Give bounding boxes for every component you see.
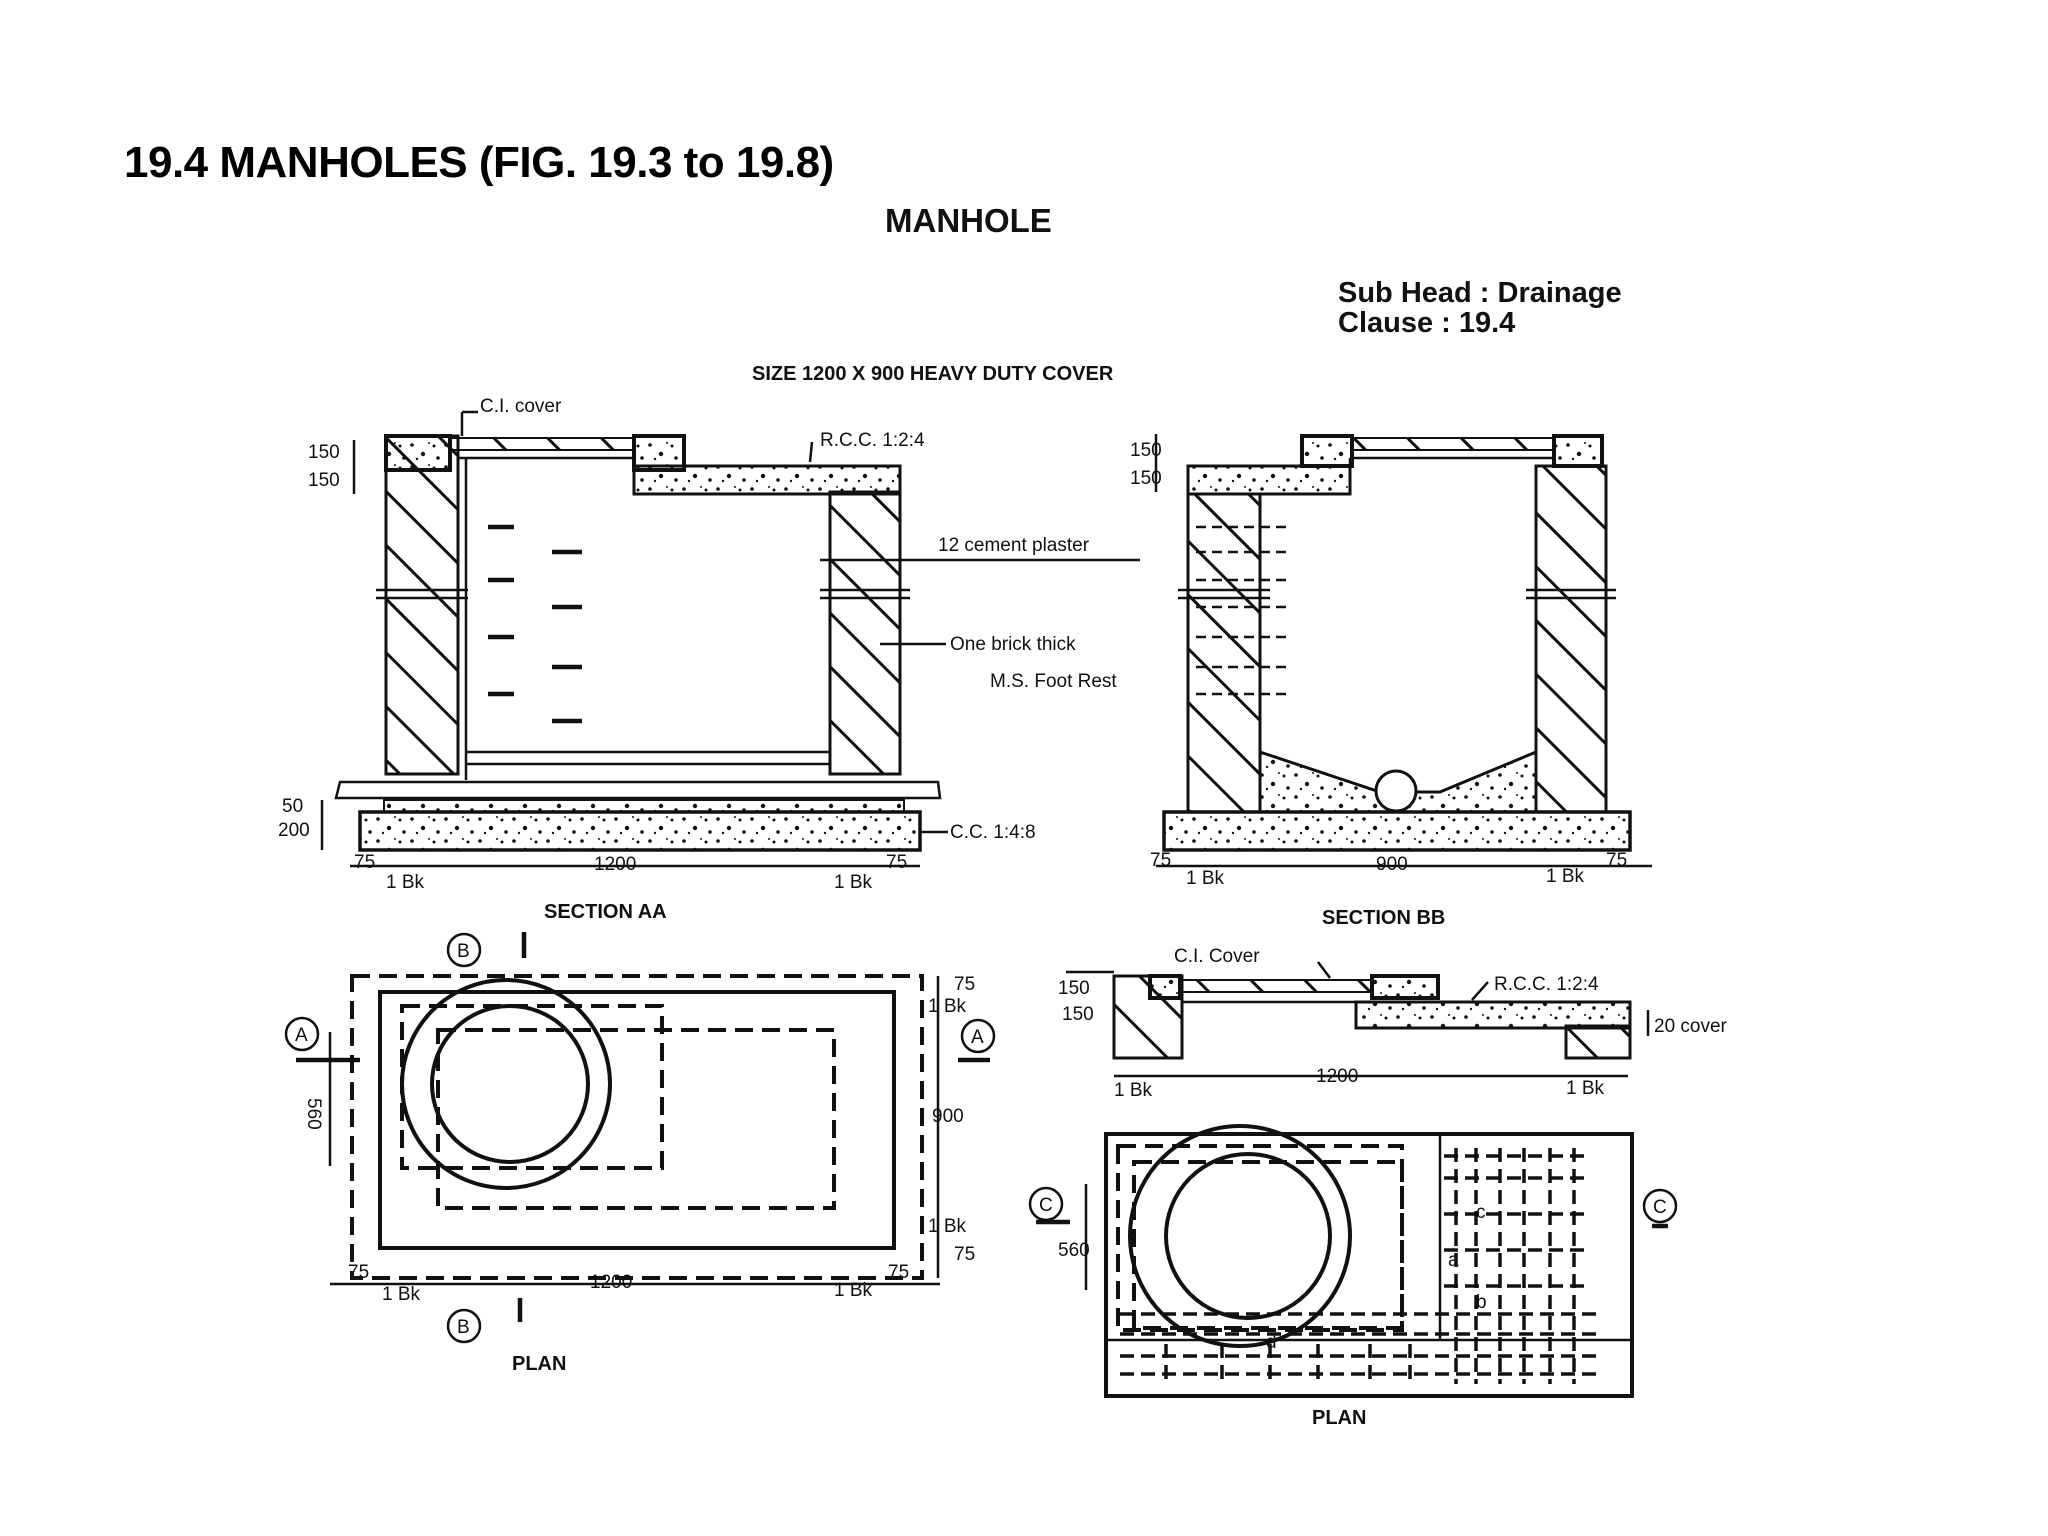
section-marker-a-left: A <box>284 1016 360 1063</box>
pl-caption: PLAN <box>512 1353 566 1375</box>
pl-bk-bbr: 1 Bk <box>834 1280 873 1301</box>
aa-cc: C.C. 1:4:8 <box>950 822 1036 843</box>
pl-dim-75-bbr: 75 <box>888 1262 909 1283</box>
marker-a-right-label: A <box>971 1027 984 1048</box>
bb-dim-75l: 75 <box>1150 850 1171 871</box>
bb-dim-150a: 150 <box>1130 440 1162 461</box>
cc-bk-r: 1 Bk <box>1566 1078 1605 1099</box>
reinforcement-bars <box>1120 1148 1600 1384</box>
section-marker-a-right: A <box>958 1018 996 1063</box>
cc-dim-1200: 1200 <box>1316 1066 1358 1087</box>
aa-caption: SECTION AA <box>544 901 667 923</box>
pl-dim-560: 560 <box>303 1098 324 1130</box>
pl-bk-br: 1 Bk <box>928 1216 967 1237</box>
section-marker-b-top: B <box>446 932 527 968</box>
size-note: SIZE 1200 X 900 HEAVY DUTY COVER <box>752 363 1114 385</box>
cc-ci-cover: C.I. Cover <box>1174 946 1260 967</box>
cc-dim-150a: 150 <box>1058 978 1090 999</box>
sub-head: Sub Head : Drainage <box>1338 277 1622 309</box>
marker-b-bottom-label: B <box>457 1317 470 1338</box>
aa-brick: One brick thick <box>950 634 1076 655</box>
cc-rcc: R.C.C. 1:2:4 <box>1494 974 1599 995</box>
pl-dim-900: 900 <box>932 1106 964 1127</box>
marker-a-left-label: A <box>295 1025 308 1046</box>
aa-dim-200: 200 <box>278 820 310 841</box>
bb-bk-l: 1 Bk <box>1186 868 1225 889</box>
pr-bar-d: d <box>1266 1332 1277 1353</box>
marker-b-top-label: B <box>457 941 470 962</box>
slide-title: 19.4 MANHOLES (FIG. 19.3 to 19.8) <box>124 138 834 187</box>
marker-c-left-label: C <box>1039 1195 1053 1216</box>
cc-dim-150b: 150 <box>1062 1004 1094 1025</box>
aa-ci-cover: C.I. cover <box>480 396 562 417</box>
pl-dim-75-bl: 75 <box>348 1262 369 1283</box>
aa-bk-l: 1 Bk <box>386 872 425 893</box>
plan-left: A A B B 560 900 75 1 Bk 1 Bk 75 75 1200 … <box>284 932 996 1375</box>
pl-bk-bl: 1 Bk <box>382 1284 421 1305</box>
bb-dim-900: 900 <box>1376 854 1408 875</box>
pr-caption: PLAN <box>1312 1407 1366 1429</box>
plan-right: c a b d C C 560 PLAN <box>1028 1124 1678 1429</box>
pl-dim-75-br: 75 <box>954 1244 975 1265</box>
bb-dim-150b: 150 <box>1130 468 1162 489</box>
marker-c-right-label: C <box>1653 1197 1667 1218</box>
section-marker-c-left: C <box>1028 1186 1070 1225</box>
bb-bk-r: 1 Bk <box>1546 866 1585 887</box>
pl-dim-75-tr: 75 <box>954 974 975 995</box>
aa-dim-50: 50 <box>282 796 303 817</box>
section-bb: 150 150 75 900 75 1 Bk 1 Bk SECTION BB <box>1130 434 1652 929</box>
aa-foot-rest: M.S. Foot Rest <box>990 671 1117 692</box>
bb-dim-75r: 75 <box>1606 850 1627 871</box>
aa-dim-75l: 75 <box>354 852 375 873</box>
pl-bk-tr: 1 Bk <box>928 996 967 1017</box>
aa-dim-150b: 150 <box>308 470 340 491</box>
cc-bk-l: 1 Bk <box>1114 1080 1153 1101</box>
aa-dim-1200: 1200 <box>594 854 636 875</box>
foot-rest-steps <box>488 524 582 724</box>
pr-bar-b: b <box>1476 1292 1487 1313</box>
pr-bar-c: c <box>1476 1202 1486 1223</box>
aa-dim-150a: 150 <box>308 442 340 463</box>
pr-bar-a: a <box>1448 1250 1459 1271</box>
aa-bk-r: 1 Bk <box>834 872 873 893</box>
aa-rcc: R.C.C. 1:2:4 <box>820 430 925 451</box>
section-marker-c-right: C <box>1642 1188 1678 1229</box>
aa-dim-75r: 75 <box>886 852 907 873</box>
pr-dim-560: 560 <box>1058 1240 1090 1261</box>
section-aa: 150 150 50 200 C.I. cover R.C.C. 1:2:4 1… <box>278 396 1140 923</box>
section-marker-b-bottom: B <box>446 1298 523 1344</box>
drawing-heading: MANHOLE <box>885 202 1052 239</box>
pl-dim-1200: 1200 <box>590 1272 632 1293</box>
cc-cover: 20 cover <box>1654 1016 1728 1037</box>
aa-plaster: 12 cement plaster <box>938 535 1090 556</box>
clause: Clause : 19.4 <box>1338 307 1515 339</box>
bb-caption: SECTION BB <box>1322 907 1445 929</box>
section-cc: 150 150 C.I. Cover R.C.C. 1:2:4 20 cover… <box>1058 946 1728 1101</box>
